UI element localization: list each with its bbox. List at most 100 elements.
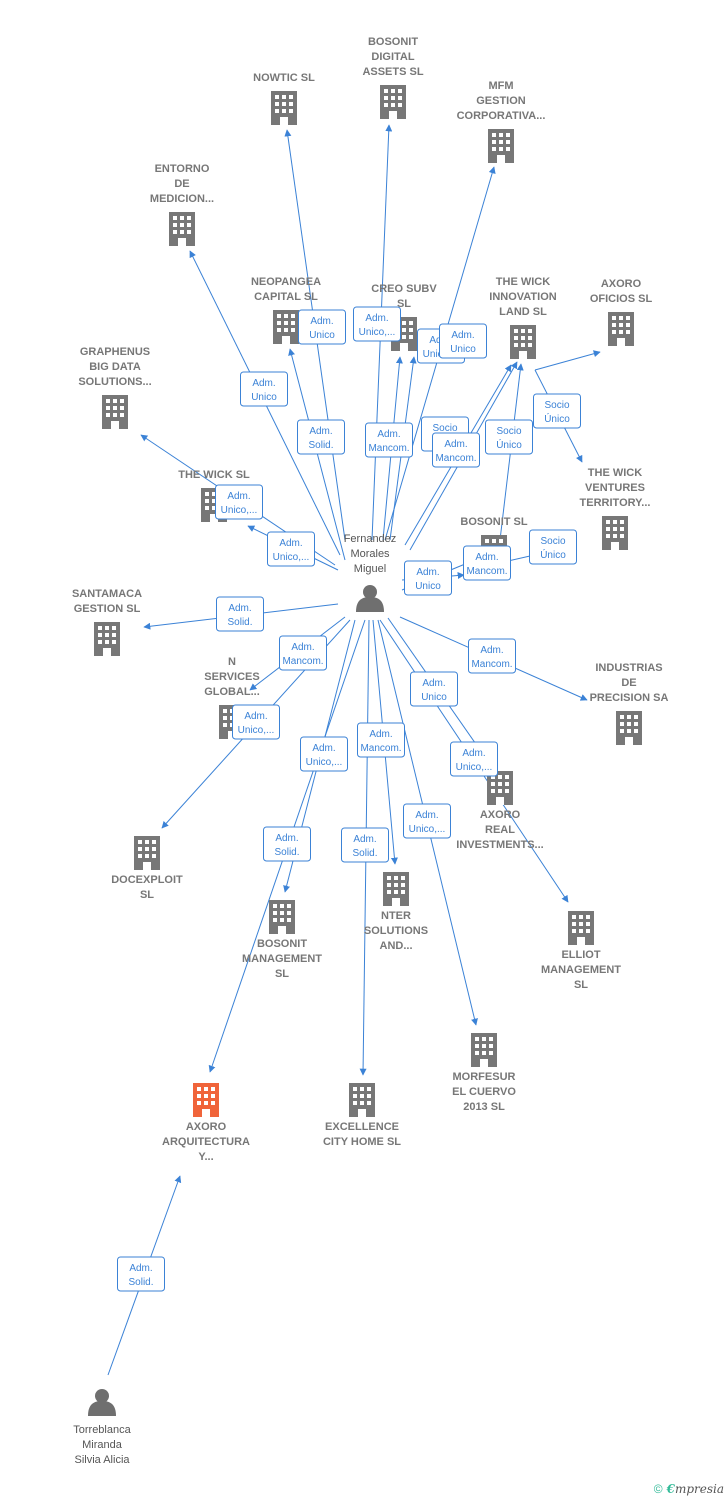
edge-label-fernandez-to-axoro_real[interactable]: Adm.Unico <box>410 671 458 707</box>
node-label: THE WICK <box>496 276 550 288</box>
edge-label-text: Adm. <box>228 603 251 614</box>
edge-label-fernandez-to-industrias[interactable]: Adm.Mancom. <box>468 638 516 674</box>
edge-label-text: Unico <box>450 344 476 355</box>
edge-label-fernandez-to-nowtic[interactable]: Adm.Unico <box>298 309 346 345</box>
node-label: GESTION <box>476 95 526 107</box>
edge-labels-layer: Adm.UnicoAdm.Unico,...Adm.Unico,...Adm.U… <box>117 306 581 1292</box>
edge-label-text: Mancom. <box>282 656 323 667</box>
node-label: BOSONIT <box>257 938 307 950</box>
edge-label-text: Socio <box>496 426 521 437</box>
node-label: DE <box>174 178 189 190</box>
edge-label-text: Adm. <box>309 426 332 437</box>
edge-label-fernandez-to-entorno[interactable]: Adm.Unico <box>240 371 288 407</box>
footer-brand[interactable]: ©€mpresia <box>654 1482 724 1496</box>
edge-label-fernandez-to-thewick_innov[interactable]: Adm.Mancom. <box>432 432 480 468</box>
edge-label-fernandez-to-santamaca[interactable]: Adm. Solid. <box>216 596 264 632</box>
edge-label-fernandez-to-excellence[interactable]: Adm.Solid. <box>341 827 389 863</box>
node-label: MANAGEMENT <box>242 953 322 965</box>
node-label: AND... <box>380 940 413 952</box>
company-node-thewick_sl[interactable]: THE WICK SL <box>178 469 250 522</box>
edge-label-fernandez-to-nter[interactable]: Adm.Mancom. <box>357 722 405 758</box>
company-node-nter[interactable]: NTERSOLUTIONSAND... <box>364 872 428 952</box>
edge-label-text: Mancom. <box>466 566 507 577</box>
edge-label-fernandez-to-neopangea[interactable]: Adm. Solid. <box>297 419 345 455</box>
node-label: LAND SL <box>499 306 547 318</box>
company-node-axoro_real[interactable]: AXOROREALINVESTMENTS... <box>456 771 544 851</box>
edge-label-fernandez-to-bosonit_mgmt[interactable]: Adm.Unico,... <box>300 736 348 772</box>
edge-label-fernandez-to-elliot[interactable]: Adm.Unico,... <box>450 741 498 777</box>
node-label: AXORO <box>480 809 521 821</box>
company-node-thewick_ventures[interactable]: THE WICKVENTURESTERRITORY... <box>580 467 651 550</box>
building-icon <box>102 395 128 429</box>
company-node-nowtic[interactable]: NOWTIC SL <box>253 72 315 125</box>
edge-label-text: Solid. <box>227 617 252 628</box>
building-icon <box>94 622 120 656</box>
building-icon <box>488 129 514 163</box>
edge-label-fernandez-to-nservices[interactable]: Adm.Mancom. <box>279 635 327 671</box>
edge-label-fernandez-to-thewick_sl[interactable]: Adm.Unico,... <box>267 531 315 567</box>
edge-label-fernandez-to-bosonit_sl[interactable]: Adm.Mancom. <box>463 545 511 581</box>
node-label: Silvia Alicia <box>74 1454 130 1466</box>
node-label: DIGITAL <box>371 51 414 63</box>
edge-label-fernandez-to-creo[interactable]: Adm.Mancom. <box>365 422 413 458</box>
node-label: BOSONIT SL <box>460 516 528 528</box>
building-icon <box>510 325 536 359</box>
edge-label-fernandez-to-creo[interactable]: Adm.Unico <box>439 323 487 359</box>
node-label: THE WICK SL <box>178 469 250 481</box>
building-icon <box>271 91 297 125</box>
node-label: EL CUERVO <box>452 1086 516 1098</box>
node-label: ARQUITECTURA <box>162 1136 250 1148</box>
company-node-mfm[interactable]: MFMGESTIONCORPORATIVA... <box>457 80 546 163</box>
edge-label-fernandez-to-morfesur[interactable]: Adm.Unico,... <box>403 803 451 839</box>
company-node-bosonit_sl[interactable]: BOSONIT SL <box>460 516 528 569</box>
edge-label-text: Único <box>544 412 570 425</box>
edge-label-text: Mancom. <box>360 743 401 754</box>
company-node-nservices[interactable]: NSERVICESGLOBAL... <box>204 656 260 739</box>
edge-label-text: Unico,... <box>359 327 396 338</box>
node-label: AXORO <box>601 278 642 290</box>
node-label: THE WICK <box>588 467 642 479</box>
node-label: ENTORNO <box>155 163 210 175</box>
node-label: NEOPANGEA <box>251 276 321 288</box>
company-node-axoro_arq[interactable]: AXOROARQUITECTURAY... <box>162 1083 250 1163</box>
building-icon <box>471 1033 497 1067</box>
building-icon <box>608 312 634 346</box>
edge-label-text: Mancom. <box>368 443 409 454</box>
edge-label-text: Único <box>540 548 566 561</box>
node-label: MORFESUR <box>453 1071 516 1083</box>
edge-label-fernandez-to-bosonit_digital[interactable]: Adm.Unico,... <box>353 306 401 342</box>
node-label: SOLUTIONS <box>364 925 428 937</box>
edge-label-fernandez-to-axoro_arq[interactable]: Adm.Solid. <box>263 826 311 862</box>
edge-label-fernandez-to-graphenus[interactable]: Adm.Unico,... <box>215 484 263 520</box>
edge-label-fernandez-to-docexploit[interactable]: Adm.Unico,... <box>232 704 280 740</box>
company-node-entorno[interactable]: ENTORNODEMEDICION... <box>150 163 214 246</box>
node-label: CITY HOME SL <box>323 1136 401 1148</box>
edge-label-fernandez-to-bosonit_sl[interactable]: Adm.Unico <box>404 560 452 596</box>
edge-label-text: Unico,... <box>273 552 310 563</box>
building-icon <box>193 1083 219 1117</box>
edge-label-torreblanca-to-axoro_arq[interactable]: Adm.Solid. <box>117 1256 165 1292</box>
edge-label-text: Unico <box>309 330 335 341</box>
edge-label-text: Solid. <box>308 440 333 451</box>
node-label: SANTAMACA <box>72 588 142 600</box>
building-icon <box>616 711 642 745</box>
